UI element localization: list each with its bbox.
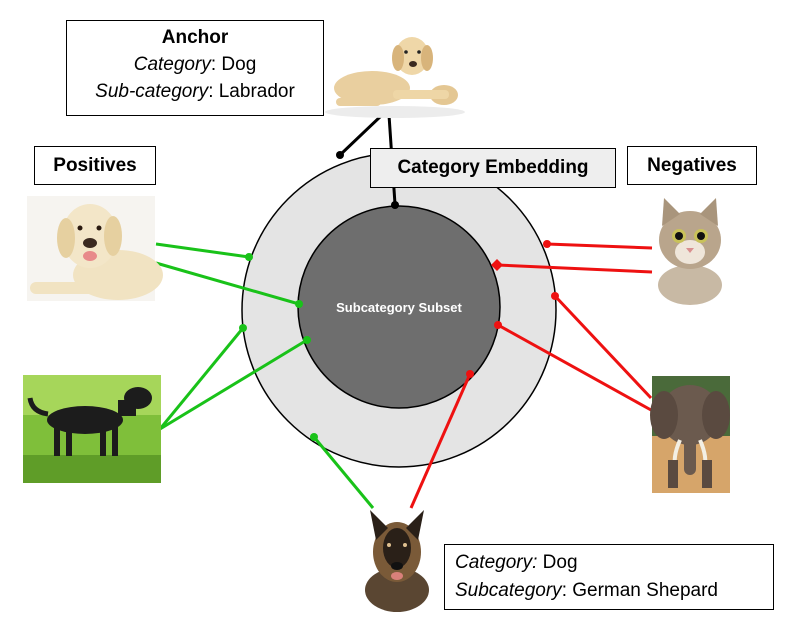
negative-line-5 bbox=[409, 373, 472, 509]
negative-line-2 bbox=[496, 263, 653, 274]
positive-dot-1 bbox=[245, 253, 253, 261]
positive-line-3 bbox=[158, 327, 245, 430]
anchor-subcategory-line: Sub-category: Labrador bbox=[67, 78, 323, 105]
subcategory-subset-label: Subcategory Subset bbox=[336, 300, 462, 315]
query-subcategory-line: Subcategory: German Shepard bbox=[455, 577, 773, 605]
positive-dot-4 bbox=[303, 336, 311, 344]
negative-dot-5 bbox=[466, 370, 474, 378]
german-shepherd-image bbox=[363, 509, 432, 612]
query-subcategory-value: : German Shepard bbox=[561, 580, 718, 601]
positives-label: Positives bbox=[34, 146, 156, 185]
query-category-line: Category: Dog bbox=[455, 549, 773, 577]
negative-diamond-2 bbox=[491, 259, 503, 271]
query-subcategory-key: Subcategory bbox=[455, 580, 562, 601]
negative-dot-1 bbox=[543, 240, 551, 248]
positive-connectors bbox=[155, 242, 375, 509]
positive-dot-3 bbox=[239, 324, 247, 332]
query-info-box: Category: Dog Subcategory: German Shepar… bbox=[444, 544, 774, 610]
anchor-category-line: Category: Dog bbox=[67, 51, 323, 78]
positive-dot-5 bbox=[310, 433, 318, 441]
category-embedding-label: Category Embedding bbox=[370, 148, 616, 188]
anchor-labrador-image bbox=[325, 37, 465, 118]
anchor-dot-outer bbox=[336, 151, 344, 159]
negative-line-1 bbox=[546, 242, 653, 250]
query-category-value: Dog bbox=[537, 552, 578, 573]
negative-line-4 bbox=[497, 323, 652, 412]
positive-dots bbox=[239, 253, 318, 441]
positive-line-4 bbox=[159, 338, 308, 431]
anchor-info-box: Anchor Category: Dog Sub-category: Labra… bbox=[66, 20, 324, 116]
negative-dot-4 bbox=[494, 321, 502, 329]
positive-line-5 bbox=[312, 436, 375, 509]
query-category-key: Category: bbox=[455, 552, 538, 573]
anchor-category-key: Category bbox=[133, 54, 211, 75]
anchor-subcategory-key: Sub-category bbox=[95, 81, 209, 102]
anchor-dot-inner bbox=[391, 201, 399, 209]
negative-line-3 bbox=[553, 294, 653, 400]
negative-cat-image bbox=[653, 197, 728, 305]
positive-line-1 bbox=[155, 242, 250, 259]
negatives-label: Negatives bbox=[627, 146, 757, 185]
negative-connectors bbox=[409, 242, 653, 509]
negative-dot-3 bbox=[551, 292, 559, 300]
negative-elephant-image bbox=[650, 376, 730, 493]
positive-dot-2 bbox=[295, 300, 303, 308]
positive-black-labrador-image bbox=[23, 375, 161, 483]
anchor-subcategory-value: : Labrador bbox=[208, 81, 295, 102]
anchor-category-value: : Dog bbox=[210, 54, 257, 75]
positive-line-2 bbox=[155, 261, 300, 306]
negative-dots bbox=[466, 240, 559, 378]
positive-labrador-image bbox=[27, 196, 163, 301]
anchor-title: Anchor bbox=[161, 27, 229, 48]
